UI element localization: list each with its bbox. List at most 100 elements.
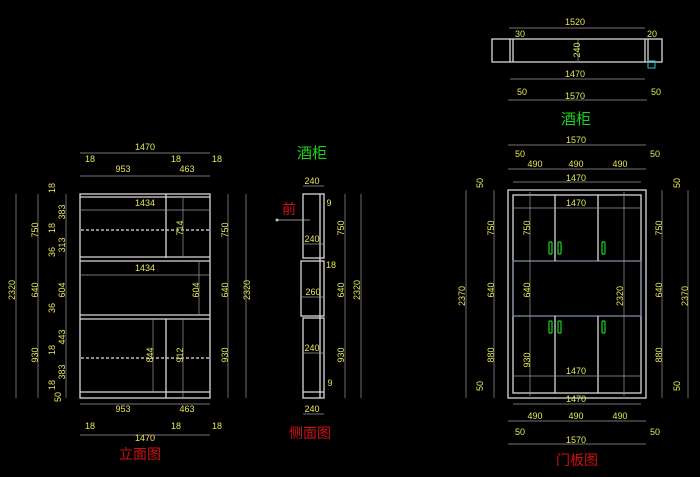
door-dimension-label: 750 (654, 220, 664, 235)
elevation-dimension-label: 844 (145, 347, 155, 362)
door-dimension-label: 640 (522, 282, 532, 297)
door-view (465, 144, 689, 445)
plan-dimension-label: 20 (647, 29, 657, 39)
handle-icon (601, 320, 606, 334)
elevation-dimension-label: 640 (220, 282, 230, 297)
elevation-dimension-label: 1434 (135, 263, 155, 273)
elevation-dimension-label: 383 (57, 204, 67, 219)
door-dimension-label: 750 (486, 220, 496, 235)
plan-dimension-label: 1570 (565, 91, 585, 101)
door-dimension-label: 490 (612, 411, 627, 421)
door-dimension-label: 1470 (566, 173, 586, 183)
door-dimension-label: 2320 (615, 286, 625, 306)
elevation-dimension-label: 18 (171, 421, 181, 431)
elevation-dimension-label: 313 (57, 237, 67, 252)
handle-icon (548, 320, 553, 334)
side-dimension-label: 240 (304, 176, 319, 186)
door-dimension-label: 750 (522, 220, 532, 235)
elevation-dimension-label: 953 (115, 164, 130, 174)
elevation-dimension-label: 383 (57, 364, 67, 379)
plan-title: 酒柜 (561, 110, 591, 128)
front-label: 前 (282, 201, 296, 218)
side-cabinet-label: 酒柜 (297, 144, 327, 162)
elevation-dimension-label: 18 (47, 223, 57, 233)
door-dimension-label: 880 (654, 347, 664, 362)
side-dimension-label: 750 (336, 220, 346, 235)
door-dimension-label: 1570 (566, 135, 586, 145)
elevation-dimension-label: 2320 (242, 280, 252, 300)
door-dimension-label: 490 (527, 411, 542, 421)
side-dimension-label: 640 (336, 282, 346, 297)
elevation-dimension-label: 18 (47, 380, 57, 390)
door-dimension-label: 490 (612, 159, 627, 169)
elevation-dimension-label: 604 (191, 282, 201, 297)
elevation-dimension-label: 463 (179, 404, 194, 414)
plan-dimension-label: 50 (517, 87, 527, 97)
door-title: 门板图 (556, 453, 598, 469)
handle-icon (557, 320, 562, 334)
elevation-dimension-label: 750 (220, 222, 230, 237)
door-dimension-label: 50 (515, 427, 525, 437)
plan-dimension-label: 240 (572, 42, 582, 57)
side-dimension-label: 240 (304, 404, 319, 414)
side-title: 侧面图 (289, 426, 331, 442)
door-dimension-label: 640 (654, 282, 664, 297)
elevation-dimension-label: 1470 (135, 142, 155, 152)
side-dimension-label: 2320 (352, 280, 362, 300)
elevation-dimension-label: 1434 (135, 198, 155, 208)
door-dimension-label: 50 (475, 178, 485, 188)
elevation-dimension-label: 750 (30, 222, 40, 237)
side-dimension-label: 930 (336, 347, 346, 362)
elevation-dimension-label: 18 (47, 183, 57, 193)
plan-dimension-label: 1520 (565, 17, 585, 27)
door-dimension-label: 1470 (566, 366, 586, 376)
elevation-dimension-label: 18 (212, 154, 222, 164)
elevation-dimension-label: 18 (212, 421, 222, 431)
door-dimension-label: 880 (486, 347, 496, 362)
elevation-dimension-label: 18 (47, 345, 57, 355)
elevation-dimension-label: 930 (220, 347, 230, 362)
handle-icon (548, 241, 553, 255)
elevation-dimension-label: 2320 (7, 280, 17, 300)
door-dimension-label: 1470 (566, 394, 586, 404)
elevation-dimension-label: 443 (57, 329, 67, 344)
door-dimension-label: 50 (475, 381, 485, 391)
elevation-dimension-label: 36 (47, 247, 57, 257)
door-dimension-label: 490 (568, 411, 583, 421)
plan-dimension-label: 30 (515, 29, 525, 39)
elevation-title: 立面图 (119, 447, 161, 463)
door-dimension-label: 50 (515, 149, 525, 159)
elevation-dimension-label: 912 (175, 347, 185, 362)
door-handles (548, 241, 606, 334)
door-dimension-label: 50 (650, 427, 660, 437)
elevation-view (15, 152, 247, 436)
door-dimension-label: 490 (568, 159, 583, 169)
elevation-dimension-label: 18 (85, 421, 95, 431)
side-dimension-label: 240 (304, 234, 319, 244)
plan-dimension-label: 1470 (565, 69, 585, 79)
elevation-dimension-label: 604 (57, 282, 67, 297)
elevation-dimension-label: 18 (85, 154, 95, 164)
plan-dimension-label: 50 (651, 87, 661, 97)
elevation-dimension-label: 18 (171, 154, 181, 164)
door-dimension-label: 640 (486, 282, 496, 297)
door-dimension-label: 1470 (566, 198, 586, 208)
elevation-dimension-label: 36 (47, 303, 57, 313)
door-dimension-label: 50 (650, 149, 660, 159)
side-dimension-label: 260 (305, 287, 320, 297)
elevation-dimension-label: 1470 (135, 433, 155, 443)
elevation-dimension-label: 953 (115, 404, 130, 414)
elevation-dimension-label: 50 (53, 392, 63, 402)
side-dimension-label: 9 (327, 378, 332, 388)
handle-icon (601, 241, 606, 255)
door-dimension-label: 930 (522, 352, 532, 367)
selection-marker-icon (647, 60, 656, 69)
door-dimension-label: 490 (527, 159, 542, 169)
elevation-dimension-label: 463 (179, 164, 194, 174)
elevation-dimension-label: 930 (30, 347, 40, 362)
side-view (275, 185, 362, 415)
side-dimension-label: 240 (304, 343, 319, 353)
side-dimension-label: 9 (326, 198, 331, 208)
door-dimension-label: 2370 (680, 286, 690, 306)
